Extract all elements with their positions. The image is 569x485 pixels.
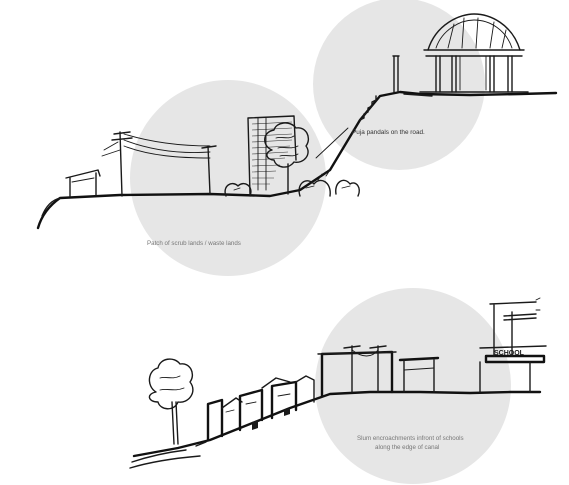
scrub-lands-label: Patch of scrub lands / waste lands — [147, 240, 241, 247]
slum-label-line1: Slum encroachments infront of schools — [357, 435, 464, 442]
top-section-sketch: Puja pandals on the road. Patch of scrub… — [38, 0, 556, 276]
puja-pandals-label: Puja pandals on the road. — [352, 129, 425, 136]
school-sign: SCHOOL — [494, 350, 525, 357]
pandal-highlight-circle — [313, 0, 485, 170]
slum-highlight-circle — [315, 288, 511, 484]
slum-label-line2: along the edge of canal — [375, 444, 439, 451]
bottom-section-sketch: SCHOOL Slum encroachments infront of sch… — [130, 288, 546, 484]
small-shed — [66, 170, 100, 196]
slum-houses — [196, 376, 314, 446]
canal-edge — [130, 450, 200, 468]
tree-bottom — [149, 359, 192, 444]
